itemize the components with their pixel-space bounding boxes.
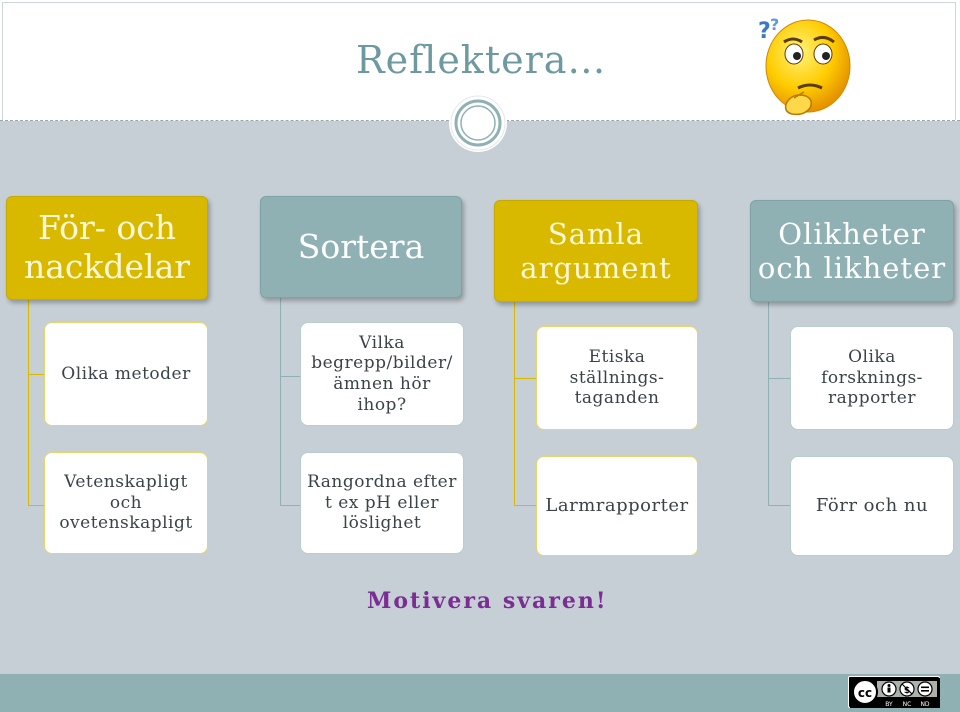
child-olika-metoder: Olika metoder — [44, 322, 208, 426]
connector-col4 — [768, 302, 790, 506]
child-label: Etiska ställnings-taganden — [557, 347, 677, 409]
connector-col3-mid — [514, 378, 536, 379]
child-forr-och-nu: Förr och nu — [790, 456, 954, 556]
child-etiska-stallningstaganden: Etiska ställnings-taganden — [536, 326, 698, 430]
header-olikheter-och-likheter: Olikheter och likheter — [750, 200, 954, 302]
svg-text:BY: BY — [885, 701, 893, 708]
child-label: Olika forsknings-rapporter — [809, 347, 935, 409]
circle-ornament-icon — [449, 94, 507, 152]
svg-text:NC: NC — [903, 701, 912, 708]
cc-by-nc-nd-icon[interactable]: cc $ BY NC ND — [848, 676, 940, 708]
slide-title: Reflektera… — [356, 38, 606, 82]
svg-text:?: ? — [770, 15, 779, 34]
child-label: Rangordna efter t ex pH eller löslighet — [307, 472, 457, 534]
connector-col3 — [514, 302, 536, 506]
child-larmrapporter: Larmrapporter — [536, 456, 698, 556]
svg-text:ND: ND — [920, 701, 929, 708]
child-vetenskapligt: Vetenskapligt och ovetenskapligt — [44, 452, 208, 554]
child-label: Vetenskapligt och ovetenskapligt — [51, 472, 201, 534]
svg-text:?: ? — [758, 19, 771, 44]
footer-motivera-svaren: Motivera svaren! — [367, 588, 608, 614]
child-rangordna: Rangordna efter t ex pH eller löslighet — [300, 452, 464, 554]
child-olika-forskningsrapporter: Olika forsknings-rapporter — [790, 326, 954, 430]
header-label: Olikheter och likheter — [757, 217, 947, 285]
child-label: Vilka begrepp/bilder/ ämnen hör ihop? — [311, 333, 453, 416]
connector-col4-mid — [768, 378, 790, 379]
svg-text:cc: cc — [858, 686, 872, 700]
header-for-och-nackdelar: För- och nackdelar — [6, 196, 208, 300]
header-label: För- och nackdelar — [7, 209, 207, 287]
child-label: Förr och nu — [816, 495, 928, 517]
thinking-face-icon: ? ? — [748, 8, 856, 120]
connector-col2 — [280, 298, 300, 506]
child-label: Olika metoder — [61, 364, 190, 385]
header-sortera: Sortera — [260, 196, 462, 298]
connector-col2-mid — [280, 376, 300, 377]
header-samla-argument: Samla argument — [494, 200, 698, 302]
child-label: Larmrapporter — [545, 495, 688, 517]
child-vilka-begrepp: Vilka begrepp/bilder/ ämnen hör ihop? — [300, 322, 464, 426]
bottom-bar — [0, 674, 960, 712]
header-label: Samla argument — [517, 217, 675, 285]
header-label: Sortera — [298, 228, 425, 267]
